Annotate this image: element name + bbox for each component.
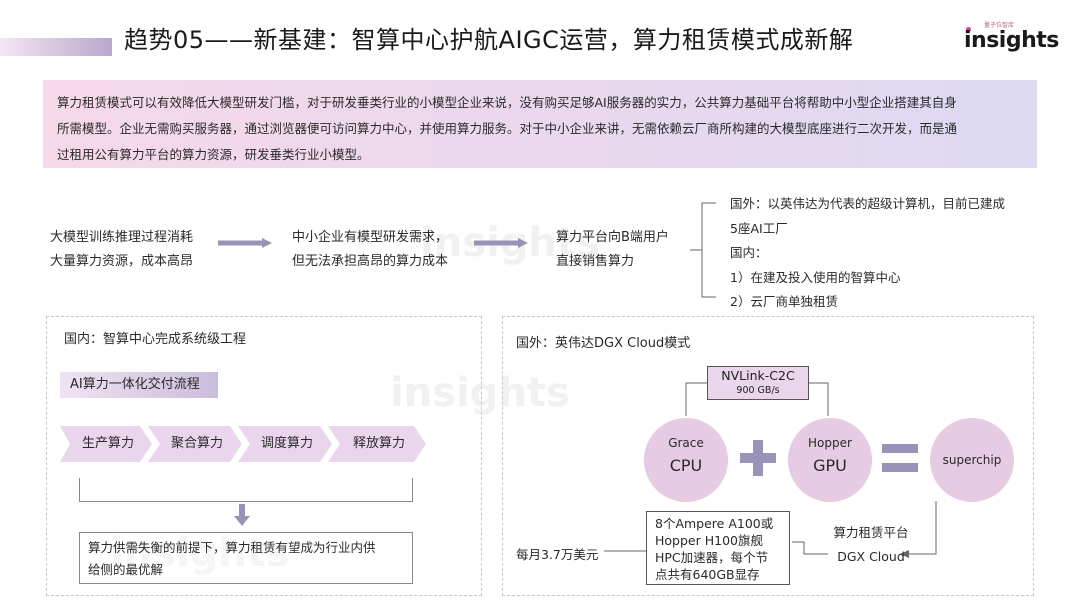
- page-title: 趋势05——新基建：智算中心护航AIGC运营，算力租赁模式成新解: [124, 26, 854, 54]
- branch-line: 1）在建及投入使用的智算中心: [730, 269, 901, 285]
- nvlink-label: NVLink-C2C: [721, 368, 795, 383]
- process-step: 调度算力: [260, 436, 313, 451]
- flow-arrow-icon: [474, 238, 528, 248]
- intro-box: 算力租赁模式可以有效降低大模型研发门槛，对于研发垂类行业的小模型企业来说，没有购…: [43, 80, 1037, 168]
- spec-line: HPC加速器，每个节: [655, 550, 769, 565]
- flow-branch: 国外：以英伟达为代表的超级计算机，目前已建成 5座AI工厂 国内： 1）在建及投…: [730, 192, 1005, 315]
- superchip-circle: superchip: [930, 418, 1014, 502]
- platform-line: DGX Cloud: [837, 549, 905, 564]
- plus-icon: [740, 440, 776, 476]
- process-step: 释放算力: [352, 436, 405, 451]
- spec-box: 8个Ampere A100或 Hopper H100旗舰 HPC加速器，每个节 …: [646, 511, 790, 585]
- hopper-gpu-circle: Hopper GPU: [788, 418, 872, 502]
- process-bracket: [79, 478, 413, 502]
- flow-step-2-line: 中小企业有模型研发需求，: [292, 230, 449, 245]
- logo-text: insights: [964, 28, 1059, 53]
- intro-line: 所需模型。企业无需购买服务器，通过浏览器便可访问算力中心，并使用算力服务。对于中…: [57, 121, 958, 136]
- foreign-panel-title: 国外：英伟达DGX Cloud模式: [516, 336, 691, 351]
- process-chevrons: [60, 426, 426, 462]
- process-step: 聚合算力: [170, 436, 223, 451]
- branch-line: 国外：以英伟达为代表的超级计算机，目前已建成: [730, 196, 1006, 211]
- rental-platform: 算力租赁平台 DGX Cloud: [830, 521, 912, 569]
- spec-line: 点共有640GB显存: [655, 567, 760, 582]
- flow-arrow-icon: [218, 238, 272, 248]
- price-connector: [604, 550, 646, 552]
- monthly-price: 每月3.7万美元: [516, 547, 599, 562]
- branch-brace-icon: [690, 202, 716, 298]
- branch-line: 5座AI工厂: [730, 220, 788, 236]
- conclusion-box: 算力供需失衡的前提下，算力租赁有望成为行业内供 给侧的最优解: [79, 532, 413, 584]
- nvlink-speed: 900 GB/s: [736, 385, 780, 396]
- branch-line: 国内：: [730, 245, 768, 260]
- down-arrow-icon: [234, 504, 250, 526]
- flow-step-3-line: 直接销售算力: [556, 254, 635, 269]
- watermark: insights: [110, 530, 290, 576]
- grace-cpu-circle: Grace CPU: [644, 418, 728, 502]
- flow-step-1: 大模型训练推理过程消耗 大量算力资源，成本高昂: [50, 226, 193, 274]
- cpu-label: CPU: [669, 456, 703, 475]
- logo-subtext: 量子位智库: [984, 22, 1015, 29]
- equals-icon: [882, 444, 918, 472]
- nvlink-connector-lines: [685, 382, 829, 416]
- platform-to-spec-connector: [792, 541, 828, 555]
- intro-line: 算力租赁模式可以有效降低大模型研发门槛，对于研发垂类行业的小模型企业来说，没有购…: [57, 95, 957, 110]
- process-step: 生产算力: [81, 436, 134, 451]
- flow-step-1-line: 大量算力资源，成本高昂: [50, 254, 194, 269]
- spec-line: 8个Ampere A100或: [655, 516, 774, 531]
- flow-step-2-line: 但无法承担高昂的算力成本: [292, 254, 449, 269]
- nvlink-box: NVLink-C2C 900 GB/s: [707, 366, 809, 400]
- branch-line: 2）云厂商单独租赁: [730, 294, 838, 309]
- conclusion-line: 给侧的最优解: [88, 562, 164, 577]
- domestic-panel: [46, 316, 482, 596]
- foreign-panel: [502, 316, 1034, 596]
- grace-label: Grace: [668, 436, 704, 450]
- flow-step-3: 算力平台向B端用户 直接销售算力: [556, 226, 669, 274]
- title-accent-bar: [0, 38, 112, 56]
- flow-step-2: 中小企业有模型研发需求， 但无法承担高昂的算力成本: [292, 226, 448, 274]
- spec-line: Hopper H100旗舰: [655, 533, 763, 548]
- flow-step-3-line: 算力平台向B端用户: [556, 230, 669, 245]
- process-label: AI算力一体化交付流程: [60, 372, 218, 398]
- flow-step-1-line: 大模型训练推理过程消耗: [50, 230, 194, 245]
- watermark: insights: [390, 370, 570, 416]
- hopper-label: Hopper: [808, 436, 852, 450]
- domestic-panel-title: 国内：智算中心完成系统级工程: [64, 332, 247, 347]
- conclusion-line: 算力供需失衡的前提下，算力租赁有望成为行业内供: [88, 540, 376, 555]
- platform-line: 算力租赁平台: [833, 525, 909, 540]
- intro-line: 过租用公有算力平台的算力资源，研发垂类行业小模型。: [57, 147, 370, 162]
- superchip-to-platform-arrow-icon: [900, 501, 937, 558]
- gpu-label: GPU: [813, 456, 847, 475]
- logo-dot-icon: [966, 27, 971, 32]
